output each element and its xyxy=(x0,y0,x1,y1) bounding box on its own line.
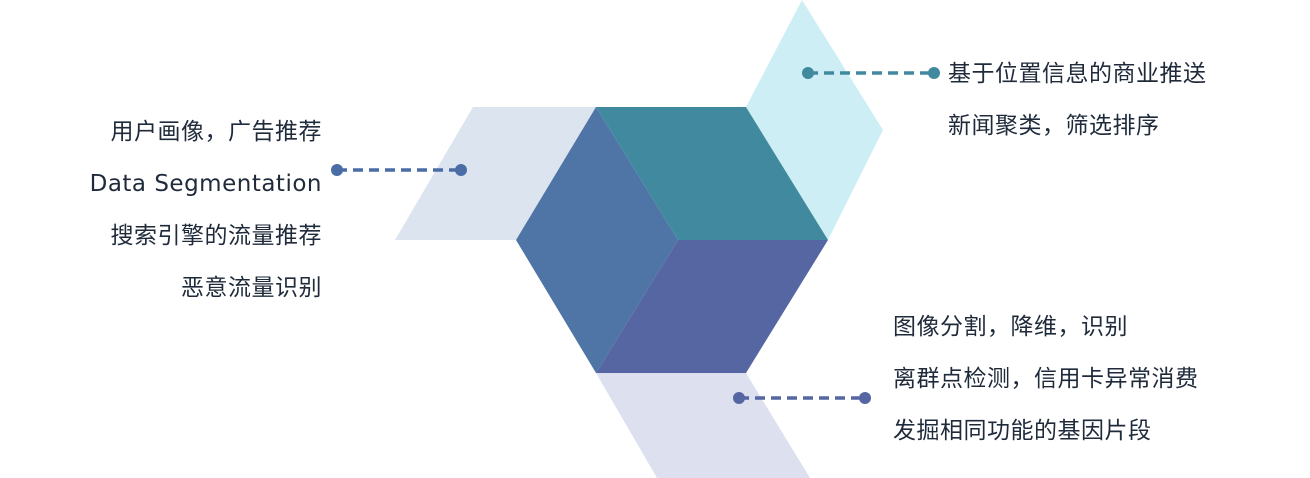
left-text-line: Data Segmentation xyxy=(89,171,322,197)
right-bottom-text-line: 发掘相同功能的基因片段 xyxy=(893,418,1152,444)
top-right-connector-end-dot xyxy=(928,67,940,79)
left-text-line: 用户画像，广告推荐 xyxy=(110,119,322,145)
left-connector-start-dot xyxy=(455,164,467,176)
right-top-text-line: 基于位置信息的商业推送 xyxy=(948,61,1207,87)
right-bottom-text-line: 离群点检测，信用卡异常消费 xyxy=(893,366,1199,392)
cube-left-face xyxy=(516,107,678,373)
left-text-line: 搜索引擎的流量推荐 xyxy=(110,223,322,249)
right-top-text-line: 新闻聚类，筛选排序 xyxy=(948,113,1160,139)
cube-bottom-face xyxy=(596,240,828,373)
right-bottom-text-line: 图像分割，降维，识别 xyxy=(893,314,1128,340)
bottom-background-panel xyxy=(596,373,810,478)
bottom-right-connector-start-dot xyxy=(733,392,745,404)
bottom-right-connector-end-dot xyxy=(859,392,871,404)
right-top-text-block: 基于位置信息的商业推送 新闻聚类，筛选排序 xyxy=(948,48,1207,152)
bottom-right-connector xyxy=(733,392,871,404)
left-text-line: 恶意流量识别 xyxy=(181,275,322,301)
left-connector xyxy=(331,164,467,176)
right-bottom-text-block: 图像分割，降维，识别 离群点检测，信用卡异常消费 发掘相同功能的基因片段 xyxy=(893,301,1199,457)
top-right-connector-start-dot xyxy=(802,67,814,79)
left-text-block: 用户画像，广告推荐 Data Segmentation 搜索引擎的流量推荐 恶意… xyxy=(90,106,322,314)
top-right-connector xyxy=(802,67,940,79)
top-right-background-panel xyxy=(746,0,883,240)
left-background-panel xyxy=(395,107,596,240)
cube-top-face xyxy=(596,107,828,240)
left-connector-end-dot xyxy=(331,164,343,176)
